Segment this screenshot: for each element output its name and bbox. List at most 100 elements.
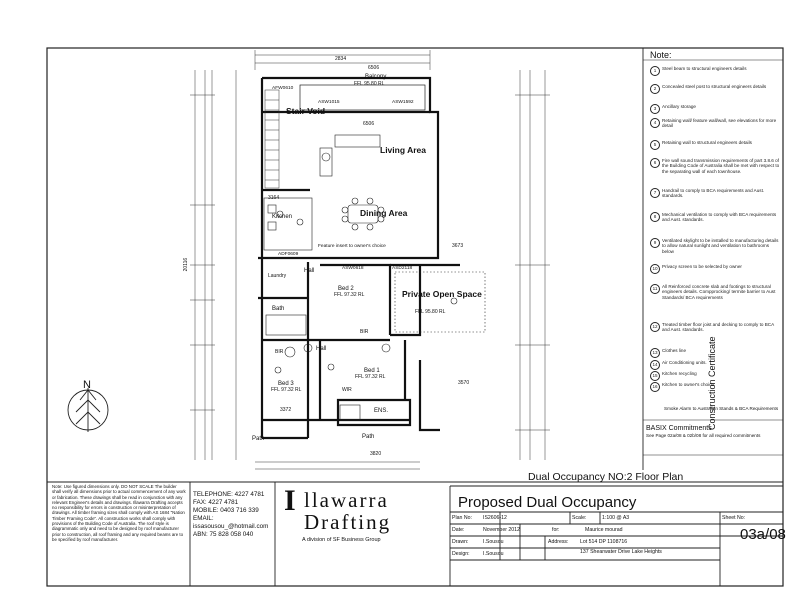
address-label: Address: bbox=[548, 539, 569, 545]
scale-value: 1:100 @ A3 bbox=[602, 515, 630, 521]
contact-abn: ABN: 75 828 058 040 bbox=[193, 531, 254, 538]
dim-top2-label: 6506 bbox=[368, 65, 380, 71]
bed2-ffl: FFL 97.32 RL bbox=[334, 292, 365, 298]
feature-insert-note: Feature insert to owner's choice bbox=[318, 244, 386, 249]
contact-telephone: TELEPHONE: 4227 4781 bbox=[193, 491, 265, 498]
balcony-ffl: FFL 95.80 RL bbox=[354, 81, 385, 87]
bed3-label: Bed 3 bbox=[278, 381, 294, 387]
note-text: Fire wall sound transmission requirement… bbox=[662, 158, 780, 174]
window-asw0618-label: ASW0618 bbox=[342, 266, 364, 271]
address-line1: Lot 514 DP 1108716 bbox=[580, 539, 628, 545]
drawn-value: I.Sousou bbox=[483, 539, 504, 545]
illawarra-drafting-logo: I llawarra Drafting A division of SF Bus… bbox=[284, 484, 392, 543]
note-number-icon: 11 bbox=[650, 284, 660, 294]
project-title: Proposed Dual Occupancy bbox=[458, 494, 637, 511]
note-number-icon: 16 bbox=[650, 382, 660, 392]
plan-no-label: Plan No: bbox=[452, 515, 472, 521]
contact-email-label: EMAIL: bbox=[193, 515, 214, 522]
note-text: Ancillary storage bbox=[662, 104, 696, 109]
for-value: Maurice mourad bbox=[585, 527, 623, 533]
living-area-label: Living Area bbox=[380, 145, 426, 155]
design-label: Design: bbox=[452, 551, 470, 557]
balcony-label: Balcony bbox=[365, 74, 387, 80]
note-text: Treated timber floor joist and decking t… bbox=[662, 322, 774, 333]
floor-plan-title: Dual Occupancy NO:2 Floor Plan bbox=[528, 471, 684, 483]
basix-title: BASIX Commitments bbox=[646, 425, 712, 432]
wir-label: WIR bbox=[342, 387, 352, 393]
dim-3570-label: 3570 bbox=[458, 380, 470, 386]
address-line2: 137 Shearwater Drive Lake Heights bbox=[580, 549, 662, 555]
note-text: Steel beam to structural engineers detai… bbox=[662, 66, 747, 71]
note-number-icon: 3 bbox=[650, 104, 660, 114]
note-text: Ventilated skylight to be installed to m… bbox=[662, 238, 779, 254]
door-adf-label: ADF0609 bbox=[278, 252, 299, 257]
note-number-icon: 10 bbox=[650, 264, 660, 274]
hall-upper-label: Hall bbox=[304, 268, 315, 274]
bath-label: Bath bbox=[272, 306, 285, 312]
brand-tagline: A division of SF Business Group bbox=[302, 537, 381, 543]
construction-certificate-label: Construction Certificate bbox=[707, 336, 717, 430]
bed3-ffl: FFL 97.32 RL bbox=[271, 387, 302, 393]
note-text: Retaining wall/ feature wall/wall, see e… bbox=[662, 118, 777, 129]
dining-area-label: Dining Area bbox=[360, 208, 408, 218]
bed1-label: Bed 1 bbox=[364, 368, 380, 374]
bed1-ffl: FFL 97.32 RL bbox=[355, 374, 386, 380]
window-afw-label: AFW0610 bbox=[272, 86, 294, 91]
dim-mid-label: 6506 bbox=[363, 121, 375, 127]
dim-top-label: 2834 bbox=[335, 56, 347, 62]
path-left-label: Path bbox=[252, 436, 265, 442]
bir-label-2: BIR bbox=[275, 349, 284, 355]
path-bottom-label: Path bbox=[362, 434, 375, 440]
dim-total-label: 20116 bbox=[183, 257, 190, 272]
note-text: Kitchen to owner's choice. bbox=[662, 382, 716, 387]
scale-label: Scale: bbox=[572, 515, 587, 521]
dim-3372-label: 3372 bbox=[280, 407, 292, 413]
date-value: November 2012 bbox=[483, 527, 520, 533]
disclaimer-note: Note: Use figured dimensions only. DO NO… bbox=[52, 484, 186, 542]
brand-line2: Drafting bbox=[304, 510, 392, 534]
bed2-label: Bed 2 bbox=[338, 286, 354, 292]
kitchen-label: Kitchen bbox=[272, 214, 293, 220]
sheet-no-value: 03a/08 bbox=[740, 526, 786, 543]
dim-3164-label: 3164 bbox=[268, 195, 280, 201]
note-text: Clothes line bbox=[662, 348, 687, 353]
basix-text: See Page 02a/08 & 02b/08 for all require… bbox=[646, 433, 761, 438]
notes-heading: Note: bbox=[650, 50, 672, 60]
note-number-icon: 2 bbox=[650, 84, 660, 94]
hall-lower-label: Hall bbox=[316, 346, 327, 352]
note-number-icon: 6 bbox=[650, 158, 660, 168]
design-value: I.Sousou bbox=[483, 551, 504, 557]
note-number-icon: 7 bbox=[650, 188, 660, 198]
note-number-icon: 4 bbox=[650, 118, 660, 128]
note-text: Handrail to comply to BCA requirements a… bbox=[662, 188, 765, 199]
plan-no-value: IS2606-12 bbox=[483, 515, 507, 521]
stair-void-label: Stair Void bbox=[286, 106, 326, 116]
note-number-icon: 15 bbox=[650, 371, 660, 381]
note-number-icon: 8 bbox=[650, 212, 660, 222]
note-text: Kitchen recycling bbox=[662, 371, 697, 376]
contact-fax: FAX: 4227 4781 bbox=[193, 499, 239, 506]
brand-line1: llawarra bbox=[304, 488, 389, 512]
contact-mobile: MOBILE: 0403 716 339 bbox=[193, 507, 259, 514]
note-text: Air Conditioning units. bbox=[662, 360, 707, 365]
ensuite-label: ENS. bbox=[374, 408, 389, 414]
laundry-label: Laundry bbox=[268, 273, 287, 279]
sheet-no-label: Sheet No: bbox=[722, 515, 746, 521]
contact-email: issasousou_@hotmail.com bbox=[193, 523, 269, 530]
note-number-icon: 12 bbox=[650, 322, 660, 332]
note-text: Privacy screen to be selected by owner bbox=[662, 264, 742, 269]
